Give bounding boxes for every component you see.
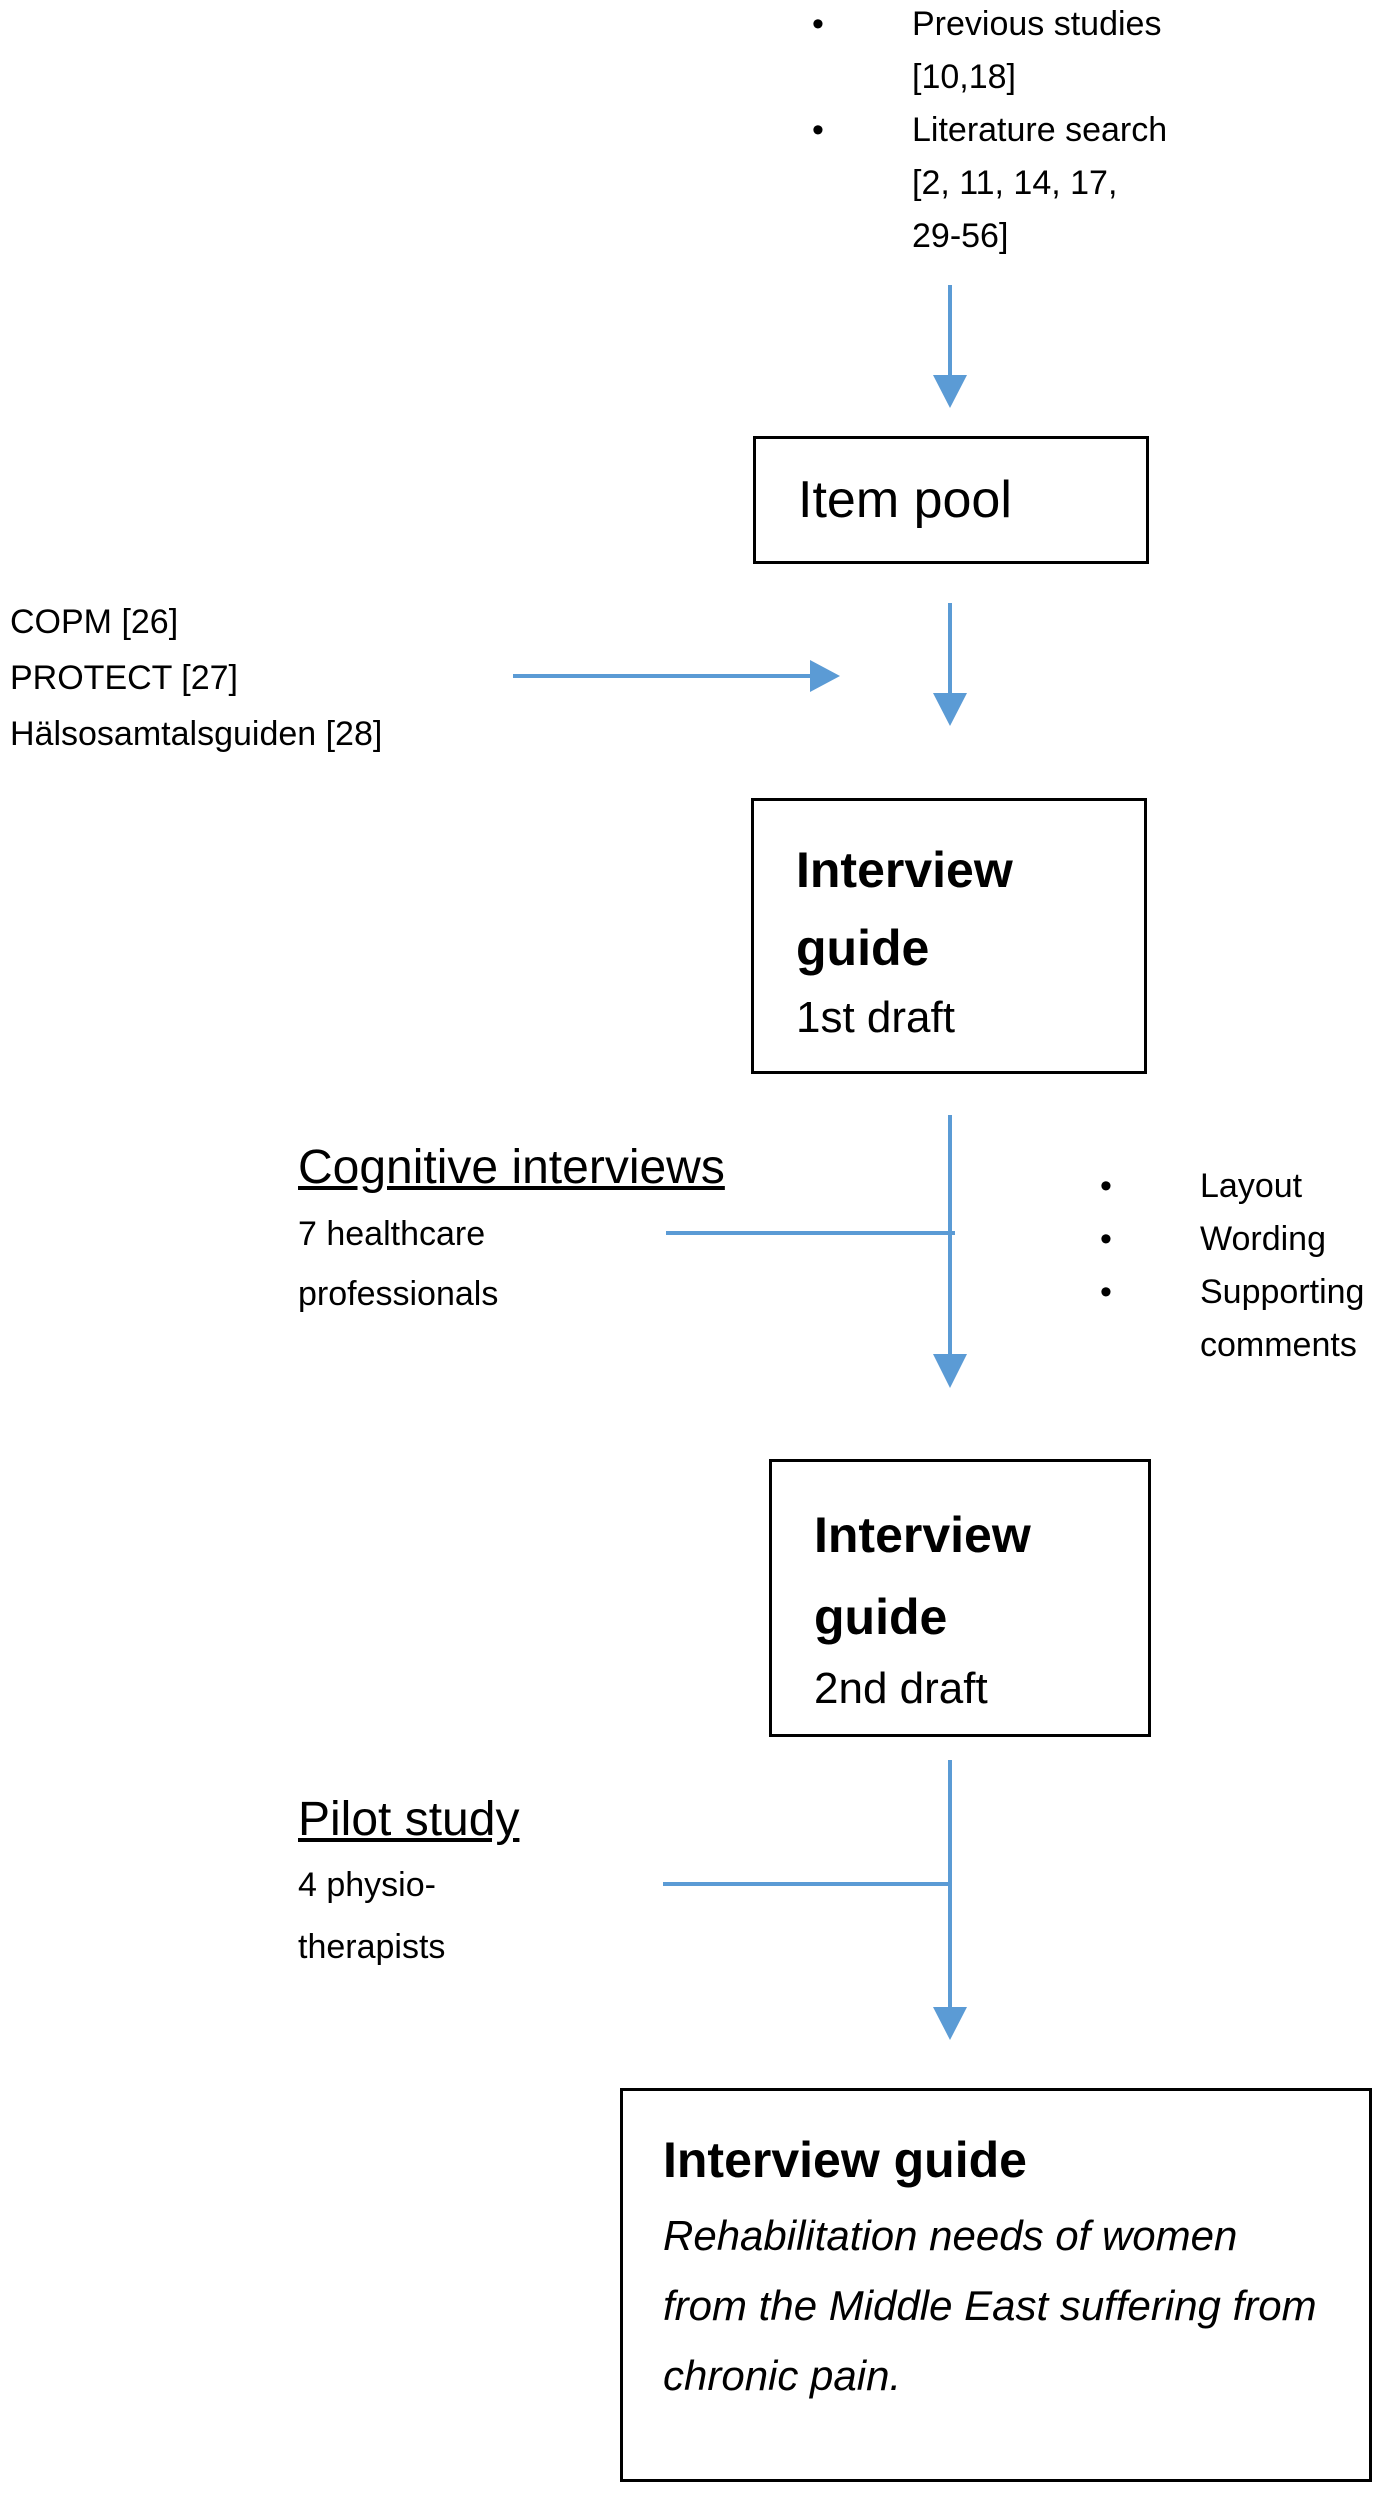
- bullet-icon: •: [812, 111, 824, 149]
- draft1-box: Interview guide 1st draft: [751, 798, 1147, 1074]
- pilot-study-heading: Pilot study: [298, 1793, 520, 1846]
- change-item: • Wording: [1100, 1213, 1390, 1266]
- instrument-item: PROTECT [27]: [10, 659, 238, 697]
- change-item-label: Wording: [1200, 1220, 1326, 1258]
- changes-list: • Layout • Wording • Supporting comments: [1100, 1160, 1397, 1372]
- source-item: • Previous studies [10,18]: [812, 0, 1192, 104]
- cognitive-interviews-heading: Cognitive interviews: [298, 1141, 725, 1194]
- draft2-box: Interview guide 2nd draft: [769, 1459, 1151, 1737]
- bullet-icon: •: [1100, 1273, 1112, 1311]
- arrowhead: [933, 375, 967, 408]
- source-item-label: Literature search [2, 11, 14, 17, 29-56]: [912, 111, 1168, 255]
- instrument-item: COPM [26]: [10, 603, 179, 641]
- draft1-subtitle: 1st draft: [796, 993, 955, 1042]
- bullet-icon: •: [812, 5, 824, 43]
- final-guide-box: Interview guide Rehabilitation needs of …: [620, 2088, 1372, 2482]
- draft2-subtitle: 2nd draft: [814, 1664, 988, 1713]
- bullet-icon: •: [1100, 1220, 1112, 1258]
- change-item: • Layout: [1100, 1160, 1390, 1213]
- bullet-icon: •: [1100, 1167, 1112, 1205]
- change-item: • Supporting comments: [1100, 1266, 1390, 1372]
- change-item-label: Supporting comments: [1200, 1273, 1365, 1364]
- item-pool-label: Item pool: [798, 471, 1012, 529]
- arrowhead: [933, 693, 967, 726]
- draft1-title: Interview guide: [796, 842, 1013, 976]
- cognitive-interviews-detail: 7 healthcare professionals: [298, 1215, 499, 1313]
- instrument-item: Hälsosamtalsguiden [28]: [10, 715, 383, 753]
- source-item-label: Previous studies [10,18]: [912, 5, 1162, 96]
- arrowhead: [810, 660, 840, 692]
- instruments-list: COPM [26] PROTECT [27] Hälsosamtalsguide…: [10, 594, 470, 762]
- draft2-title: Interview guide: [814, 1507, 1031, 1645]
- source-item: • Literature search [2, 11, 14, 17, 29-5…: [812, 104, 1172, 263]
- item-pool-box: Item pool: [753, 436, 1149, 564]
- final-guide-title: Interview guide: [663, 2132, 1027, 2188]
- arrowhead: [933, 2007, 967, 2040]
- arrowhead: [933, 1354, 967, 1388]
- sources-list: • Previous studies [10,18] • Literature …: [812, 0, 1192, 263]
- pilot-study-detail: 4 physio-therapists: [298, 1866, 446, 1966]
- change-item-label: Layout: [1200, 1167, 1303, 1205]
- final-guide-description: Rehabilitation needs of women from the M…: [663, 2212, 1317, 2399]
